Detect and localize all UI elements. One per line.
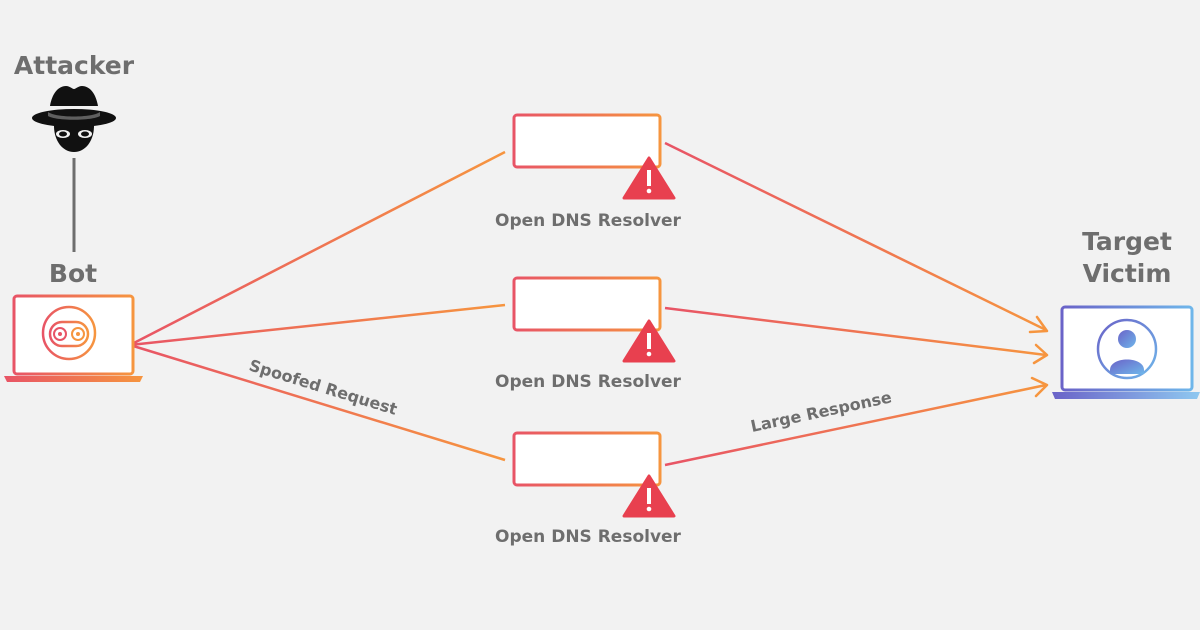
request-line-top xyxy=(129,150,506,347)
bot-node: Bot xyxy=(4,259,143,382)
response-arrow-middle xyxy=(664,306,1049,365)
target-victim-node: Target Victim xyxy=(1052,227,1200,399)
spy-hat-icon xyxy=(32,86,116,152)
attacker-node: Attacker xyxy=(14,51,135,252)
resolver-label-3: Open DNS Resolver xyxy=(495,527,682,547)
bot-label: Bot xyxy=(49,259,97,288)
resolver-node-1: Open DNS Resolver xyxy=(495,113,682,231)
request-line-middle xyxy=(129,303,506,347)
server-warning-icon xyxy=(512,276,676,363)
user-laptop-icon xyxy=(1052,305,1200,399)
response-arrow-top xyxy=(664,141,1049,334)
resolver-node-3: Open DNS Resolver xyxy=(495,431,682,547)
server-warning-icon xyxy=(512,431,676,518)
attacker-label: Attacker xyxy=(14,51,135,80)
target-label-line1: Target xyxy=(1082,227,1172,256)
resolver-label-1: Open DNS Resolver xyxy=(495,211,682,231)
target-label-line2: Victim xyxy=(1083,259,1172,288)
resolver-node-2: Open DNS Resolver xyxy=(495,276,682,392)
response-arrow-bottom xyxy=(664,376,1049,467)
server-warning-icon xyxy=(512,113,676,200)
resolver-label-2: Open DNS Resolver xyxy=(495,372,682,392)
large-response-label: Large Response xyxy=(749,387,894,435)
robot-laptop-icon xyxy=(4,294,143,382)
request-line-bottom xyxy=(129,343,506,462)
